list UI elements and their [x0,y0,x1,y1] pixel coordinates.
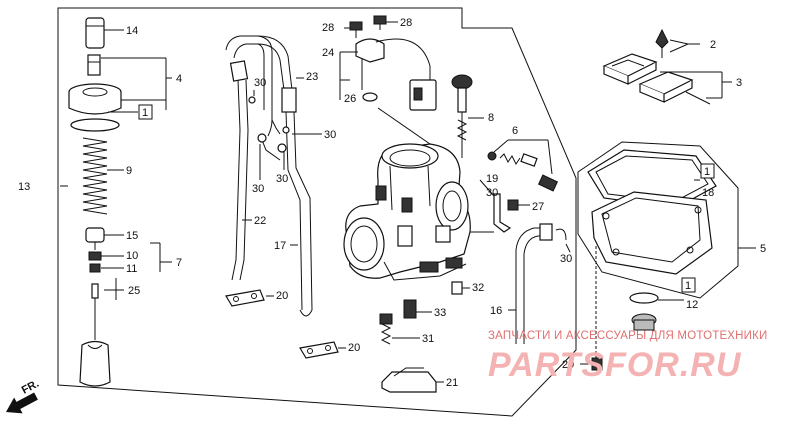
callout-30e: 30 [486,187,498,199]
sensor-o-ring [362,92,378,102]
callout-31: 31 [422,333,434,345]
body-leader [377,107,431,145]
callout-labels: 14 4 1 9 13 15 10 11 7 25 30 23 30 30 30… [18,17,766,389]
needle-jet-holder [403,299,432,319]
float-leaders [694,179,756,249]
callout-26: 26 [344,93,356,105]
float-leaders-top [660,71,732,99]
throttle-valve-spring [82,137,108,215]
air-screw-set [487,139,559,192]
callout-10: 10 [126,250,138,262]
hose-clamp-plate-upper [225,289,274,307]
float-chamber-outline [577,141,739,299]
callout-1a: 1 [142,107,148,119]
drain-plug [631,313,657,331]
drain-tube [508,223,571,344]
callout-12: 12 [686,299,698,311]
sensor-screw-right [373,15,387,30]
callout-30a: 30 [254,77,266,89]
watermark-tagline: ЗАПЧАСТИ И АКСЕССУАРЫ ДЛЯ МОТОТЕХНИКИ [488,330,768,342]
front-direction-label: FR. [20,378,41,397]
callout-box-1a [138,104,153,120]
callout-32: 32 [472,282,484,294]
throttle-cable-cap [85,17,105,49]
sensor-screw-left [349,21,363,38]
callout-15: 15 [126,230,138,242]
needle-clip [88,251,102,273]
callout-3: 3 [736,77,742,89]
callout-1c: 1 [685,280,691,292]
float-chamber-screw [580,246,603,371]
callout-28b: 28 [400,17,412,29]
callout-16: 16 [490,305,502,317]
callout-5: 5 [760,243,766,255]
sensor-leaders [339,21,398,100]
hose-clamp-plate-lower [299,341,346,359]
carburetor-top-cap [68,83,122,115]
needle-clip-plate [85,227,105,250]
top-cap-gasket [70,118,120,132]
callout-24: 24 [322,47,334,59]
callout-2: 2 [710,39,716,51]
idle-stop-screw [379,313,420,345]
callout-6: 6 [512,125,518,137]
callout-21: 21 [446,377,458,389]
callout-14: 14 [126,25,138,37]
throttle-position-sensor [355,38,437,111]
callout-8: 8 [488,112,494,124]
callout-25: 25 [128,285,140,297]
callout-30b: 30 [324,129,336,141]
starter-plunger [451,74,484,158]
float [602,53,694,103]
callout-20a: 20 [276,290,288,302]
callout-17: 17 [274,240,286,252]
assembly-outline [57,7,577,417]
callout-28a: 28 [322,22,334,34]
float-chamber-cover [381,367,444,393]
carburetor-body [343,143,471,281]
hose-clips [248,96,290,153]
pilot-screw [479,179,512,233]
front-direction-arrow [6,392,38,414]
cable-adjuster [87,54,101,76]
main-jet [451,281,470,295]
hose-leaders [242,77,322,246]
watermark-logo: PARTSFOR.RU [488,346,742,384]
float-chamber-gasket [587,149,717,209]
callout-33: 33 [434,307,446,319]
callout-7: 7 [176,257,182,269]
vent-tubes [225,35,313,317]
callout-18: 18 [702,187,714,199]
callout-22: 22 [254,215,266,227]
callout-1b: 1 [704,166,710,178]
float-chamber [591,191,713,275]
jet-needle [91,283,99,340]
callout-30d: 30 [276,173,288,185]
callout-9: 9 [126,165,132,177]
left-leaders [60,29,172,300]
callout-11: 11 [126,263,137,275]
callout-30c: 30 [252,183,264,195]
float-valve [655,28,700,58]
throttle-valve [79,340,111,387]
drain-plug-o-ring [629,292,659,304]
callout-20b: 20 [348,342,360,354]
callout-27: 27 [532,201,544,213]
fuel-screw [507,199,530,211]
callout-29: 29 [562,359,574,371]
callout-4: 4 [176,73,182,85]
callout-13: 13 [18,181,30,193]
float-pin [685,91,711,105]
callout-box-1c [681,277,696,293]
callout-19: 19 [486,173,498,185]
callout-23: 23 [306,71,318,83]
callout-30f: 30 [560,253,572,265]
callout-box-1b [700,163,715,179]
